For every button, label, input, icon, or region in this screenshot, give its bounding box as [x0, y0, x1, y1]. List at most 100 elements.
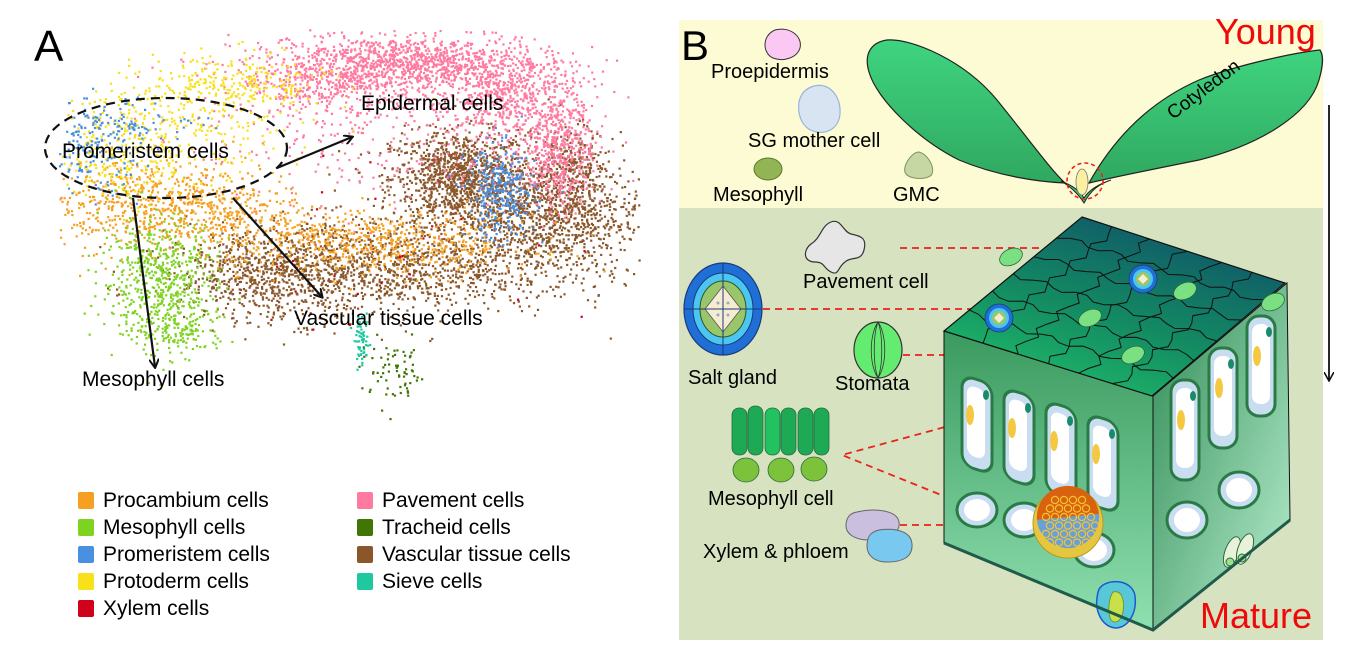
data-point	[451, 198, 454, 201]
data-point	[200, 254, 203, 257]
data-point	[530, 283, 533, 286]
data-point	[498, 172, 501, 175]
data-point	[435, 187, 438, 190]
data-point	[582, 188, 585, 191]
data-point	[227, 33, 230, 37]
data-point	[298, 248, 301, 251]
data-point	[509, 190, 512, 193]
data-point	[338, 83, 342, 87]
data-point	[359, 87, 362, 90]
data-point	[383, 55, 386, 58]
data-point	[494, 236, 497, 239]
data-point	[435, 297, 438, 301]
data-point	[378, 175, 381, 178]
data-point	[287, 294, 290, 297]
data-point	[497, 310, 500, 313]
data-point	[541, 239, 544, 242]
data-point	[524, 198, 527, 201]
data-point	[602, 242, 605, 245]
data-point	[540, 262, 544, 265]
data-point	[359, 77, 362, 80]
data-point	[394, 48, 397, 51]
data-point	[265, 259, 268, 262]
data-point	[581, 254, 584, 257]
data-point	[454, 189, 457, 192]
data-point	[408, 60, 411, 64]
data-point	[356, 113, 359, 116]
data-point	[443, 269, 446, 272]
data-point	[245, 256, 248, 259]
data-point	[397, 284, 400, 287]
data-point	[504, 209, 507, 212]
data-point	[360, 250, 363, 253]
data-point	[401, 298, 404, 301]
data-point	[528, 236, 531, 239]
data-point	[344, 274, 347, 277]
data-point	[323, 87, 327, 91]
data-point	[414, 173, 417, 176]
data-point	[244, 289, 247, 292]
data-point	[484, 262, 487, 265]
data-point	[628, 237, 631, 241]
data-point	[423, 187, 426, 190]
data-point	[456, 204, 459, 207]
data-point	[468, 171, 472, 174]
data-point	[408, 111, 411, 114]
data-point	[585, 232, 588, 235]
data-point	[499, 191, 502, 195]
data-point	[245, 281, 248, 285]
data-point	[466, 222, 469, 225]
data-point	[347, 39, 350, 42]
data-point	[478, 201, 482, 204]
data-point	[433, 64, 436, 67]
data-point	[429, 286, 432, 289]
data-point	[363, 88, 366, 91]
data-point	[412, 253, 415, 256]
data-point	[567, 238, 570, 241]
data-point	[375, 85, 378, 88]
data-point	[464, 154, 467, 157]
data-point	[329, 249, 332, 252]
data-point	[225, 259, 228, 262]
data-point	[476, 152, 479, 155]
data-point	[592, 183, 595, 186]
data-point	[531, 225, 534, 228]
data-point	[522, 222, 526, 225]
data-point	[472, 278, 475, 281]
data-point	[627, 201, 631, 204]
data-point	[523, 201, 526, 204]
data-point	[455, 167, 458, 170]
data-point	[419, 54, 422, 57]
data-point	[582, 200, 585, 203]
data-point	[518, 183, 521, 186]
data-point	[559, 295, 562, 298]
data-point	[433, 178, 436, 181]
data-point	[362, 295, 365, 298]
data-point	[434, 202, 437, 205]
data-point	[272, 254, 275, 257]
data-point	[457, 286, 460, 289]
data-point	[460, 153, 463, 156]
data-point	[222, 260, 225, 264]
data-point	[476, 190, 479, 193]
data-point	[545, 172, 549, 176]
data-point	[320, 299, 323, 302]
data-point	[568, 167, 571, 170]
data-point	[286, 302, 289, 305]
data-point	[273, 216, 276, 219]
data-point	[230, 249, 233, 252]
data-point	[386, 281, 389, 284]
data-point	[501, 184, 504, 187]
data-point	[222, 295, 225, 298]
data-point	[308, 102, 311, 105]
data-point	[499, 144, 502, 147]
data-point	[494, 151, 498, 154]
data-point	[539, 184, 542, 187]
data-point	[432, 188, 435, 191]
data-point	[377, 116, 380, 119]
data-point	[429, 140, 432, 143]
data-point	[475, 273, 478, 276]
data-point	[518, 238, 521, 241]
data-point	[351, 263, 354, 266]
data-point	[494, 138, 497, 141]
